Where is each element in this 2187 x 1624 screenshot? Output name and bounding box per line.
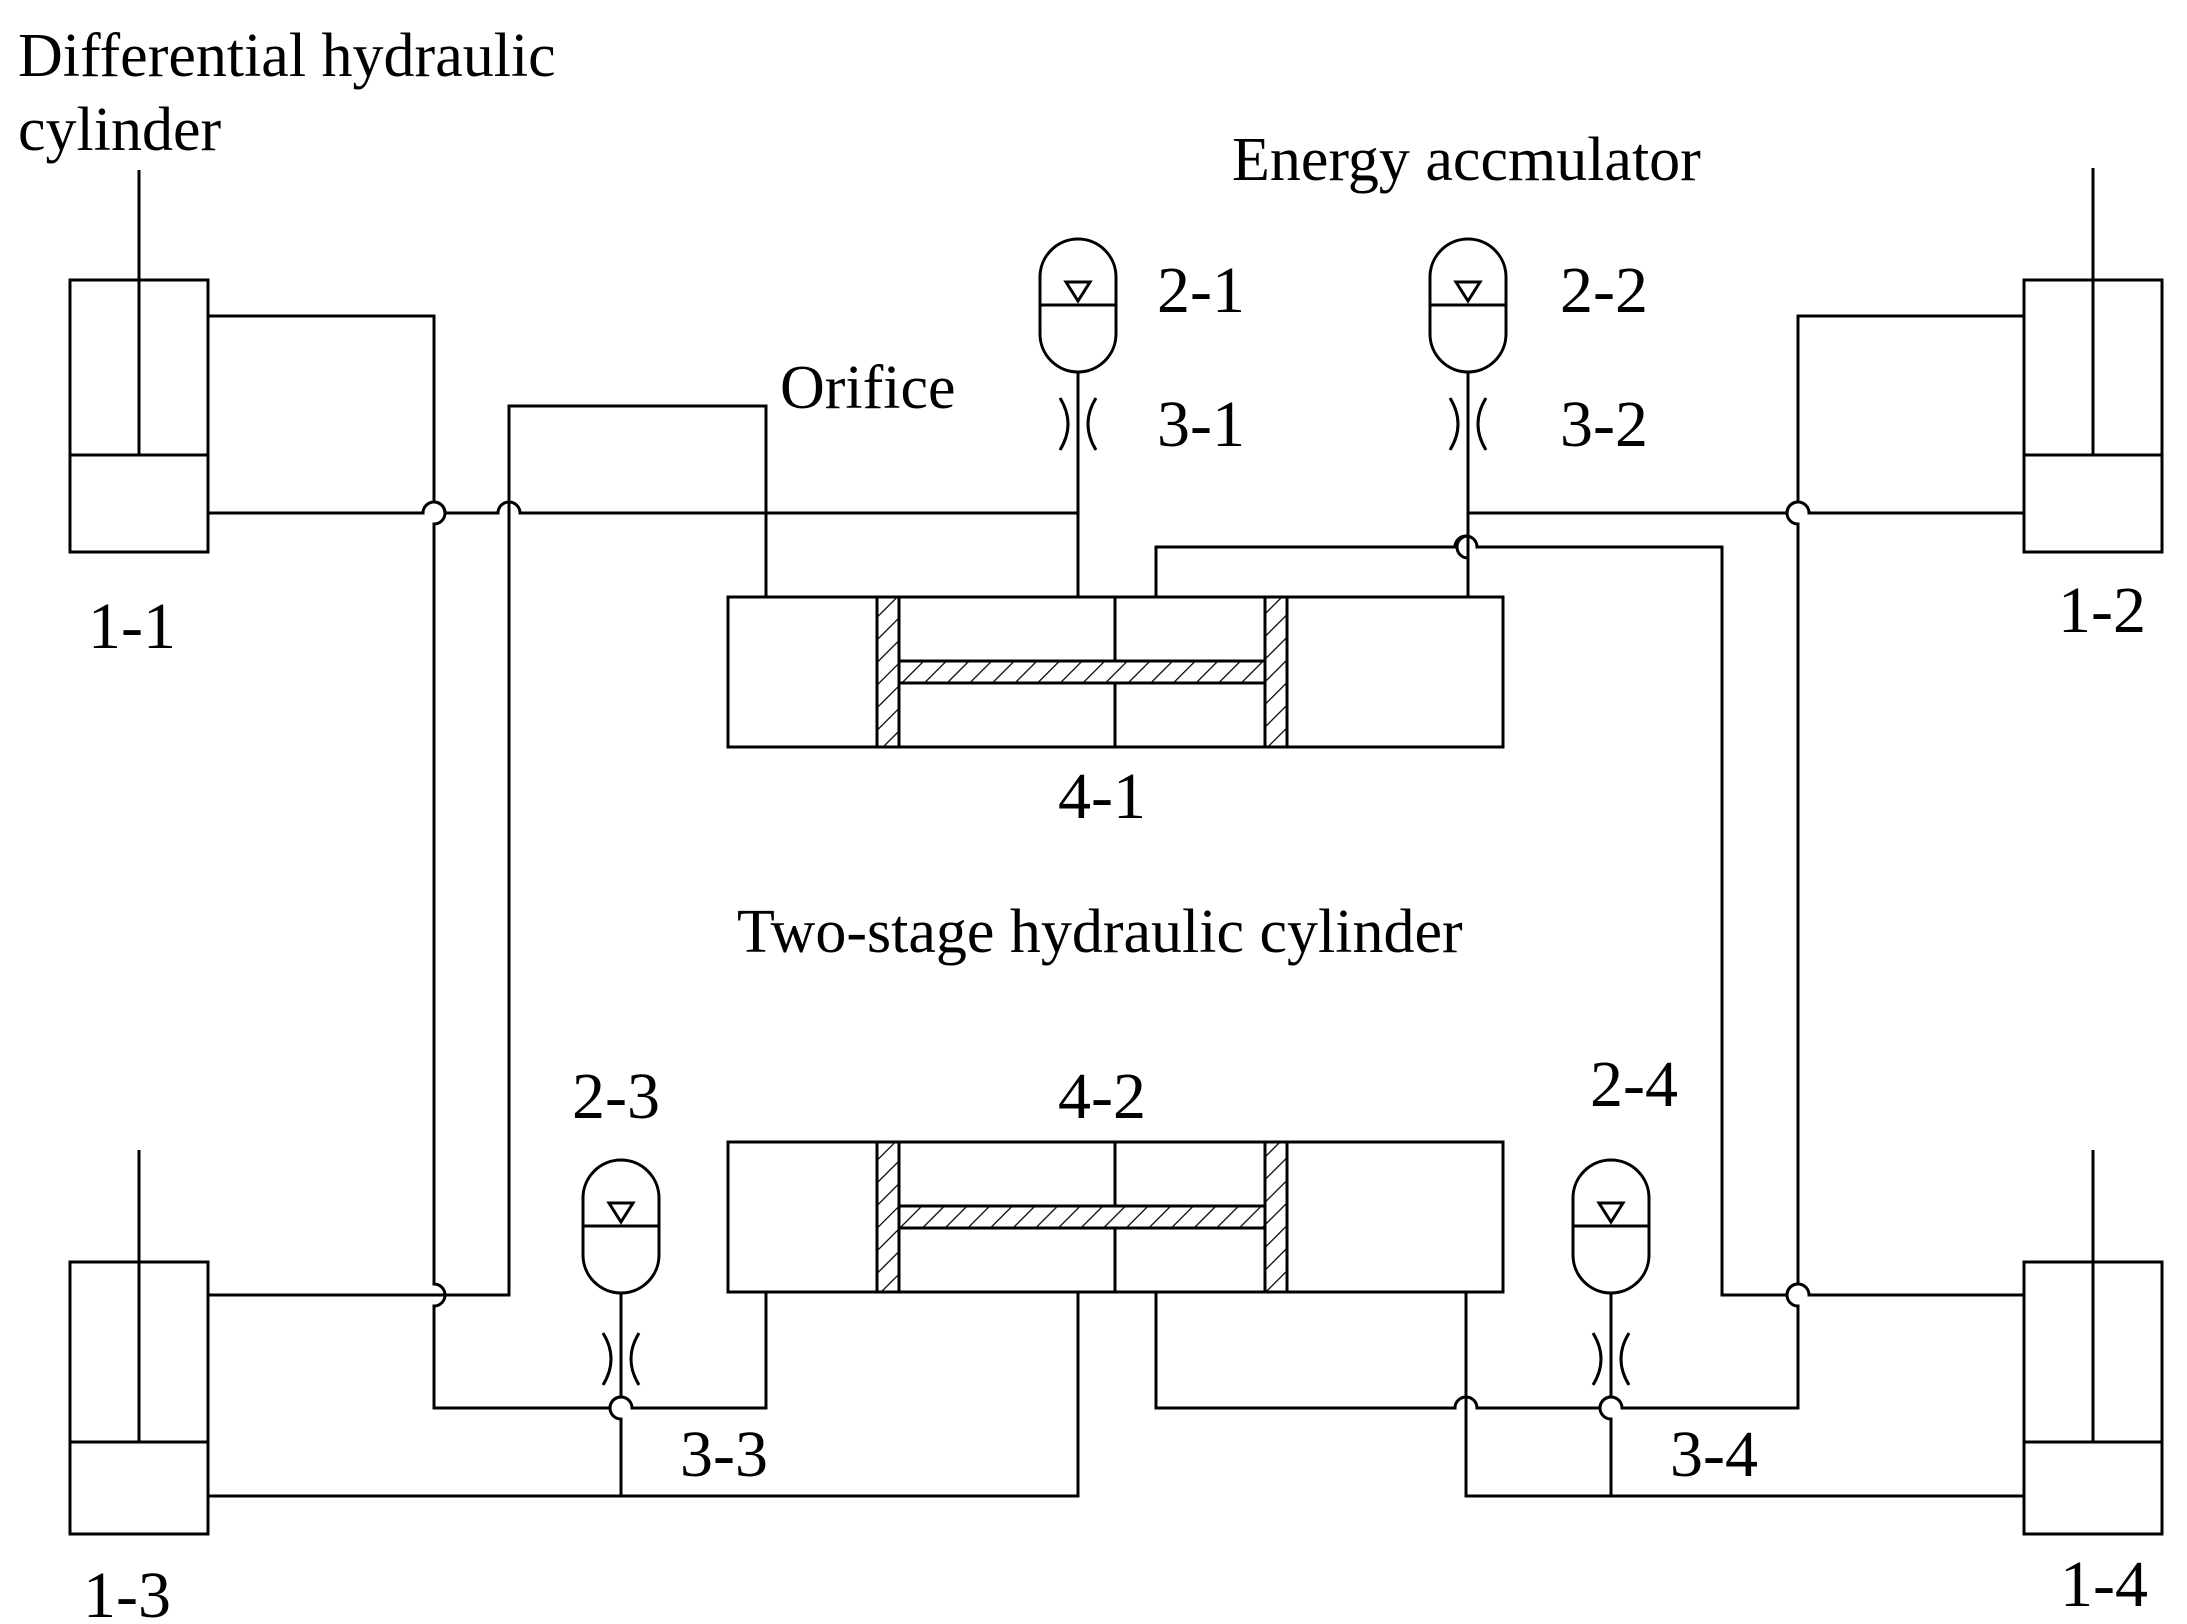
id-1-1: 1-1 [88,590,176,663]
id-1-2: 1-2 [2058,574,2146,647]
orifice-3-4 [1591,1293,1631,1496]
differential-cylinder-1-2 [2022,168,2164,554]
accumulator-2-2 [1428,237,1508,374]
id-3-1: 3-1 [1157,388,1245,461]
id-3-2: 3-2 [1560,388,1648,461]
two-stage-cylinder-4-1 [726,595,1505,749]
label-orifice: Orifice [780,354,956,422]
label-two-stage-cylinder: Two-stage hydraulic cylinder [737,898,1463,966]
id-3-3: 3-3 [680,1418,768,1491]
id-2-1: 2-1 [1157,254,1245,327]
id-4-2: 4-2 [1058,1060,1146,1133]
accumulator-2-4 [1571,1158,1651,1295]
accumulator-2-1 [1038,237,1118,374]
hydraulic-pipes [208,314,2024,1498]
id-3-4: 3-4 [1670,1418,1758,1491]
id-2-4: 2-4 [1590,1048,1678,1121]
differential-cylinder-1-1 [68,170,210,554]
label-differential-line2: cylinder [18,96,221,164]
orifice-3-3 [601,1293,641,1496]
accumulator-2-3 [581,1158,661,1295]
orifice-3-1 [1058,372,1098,513]
id-4-1: 4-1 [1058,760,1146,833]
label-differential-line1: Differential hydraulic [18,22,556,90]
differential-cylinder-1-3 [68,1150,210,1536]
two-stage-cylinder-4-2 [726,1140,1505,1294]
label-energy-accumulator: Energy accmulator [1232,126,1701,194]
differential-cylinder-1-4 [2022,1150,2164,1536]
id-2-3: 2-3 [572,1060,660,1133]
orifice-3-2 [1448,372,1488,597]
id-1-4: 1-4 [2060,1548,2148,1621]
id-2-2: 2-2 [1560,254,1648,327]
id-1-3: 1-3 [83,1559,171,1624]
